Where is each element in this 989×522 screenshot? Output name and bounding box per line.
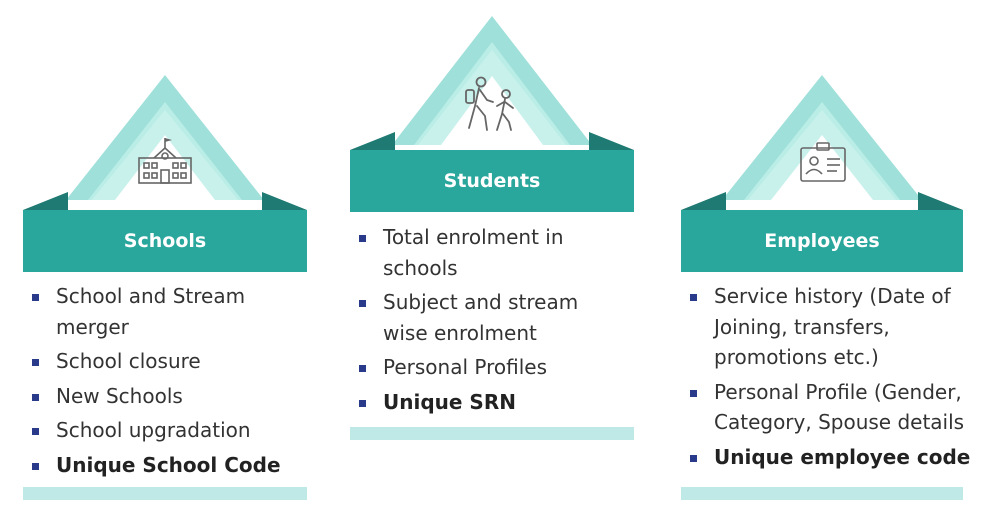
- schools-list: School and Stream merger School closure …: [30, 281, 320, 484]
- ribbon-fold-left: [23, 192, 68, 210]
- students-title: Students: [350, 150, 634, 212]
- list-item: Unique SRN: [357, 387, 627, 418]
- school-building-icon: [136, 136, 194, 191]
- ribbon-fold-right: [589, 132, 634, 150]
- schools-roof: [66, 75, 264, 200]
- list-item: Service history (Date of Joining, transf…: [688, 281, 984, 373]
- list-item: New Schools: [30, 381, 320, 412]
- employees-bottom-bar: [681, 487, 963, 500]
- schools-title: Schools: [23, 210, 307, 272]
- roof-inner: [88, 102, 242, 200]
- students-bottom-bar: [350, 427, 634, 440]
- list-item: Personal Profiles: [357, 352, 627, 383]
- students-walking-icon: [463, 76, 521, 137]
- employees-list: Service history (Date of Joining, transf…: [688, 281, 984, 476]
- list-item: Unique School Code: [30, 450, 320, 481]
- ribbon-fold-right: [262, 192, 307, 210]
- list-item: Total enrolment in schools: [357, 222, 627, 283]
- list-item: Subject and stream wise enrolment: [357, 287, 627, 348]
- roof-inner: [414, 42, 570, 145]
- ribbon-fold-left: [350, 132, 395, 150]
- id-card-icon: [799, 141, 847, 188]
- list-item: School closure: [30, 346, 320, 377]
- ribbon-fold-right: [918, 192, 963, 210]
- schools-card: Schools School and Stream merger School …: [0, 0, 330, 522]
- list-item: Personal Profile (Gender, Category, Spou…: [688, 377, 984, 438]
- ribbon-fold-left: [681, 192, 726, 210]
- list-item: School upgradation: [30, 415, 320, 446]
- list-item: School and Stream merger: [30, 281, 320, 342]
- schools-bottom-bar: [23, 487, 307, 500]
- roof-inner: [744, 102, 900, 200]
- employees-title: Employees: [681, 210, 963, 272]
- list-item: Unique employee code: [688, 442, 984, 473]
- students-list: Total enrolment in schools Subject and s…: [357, 222, 627, 421]
